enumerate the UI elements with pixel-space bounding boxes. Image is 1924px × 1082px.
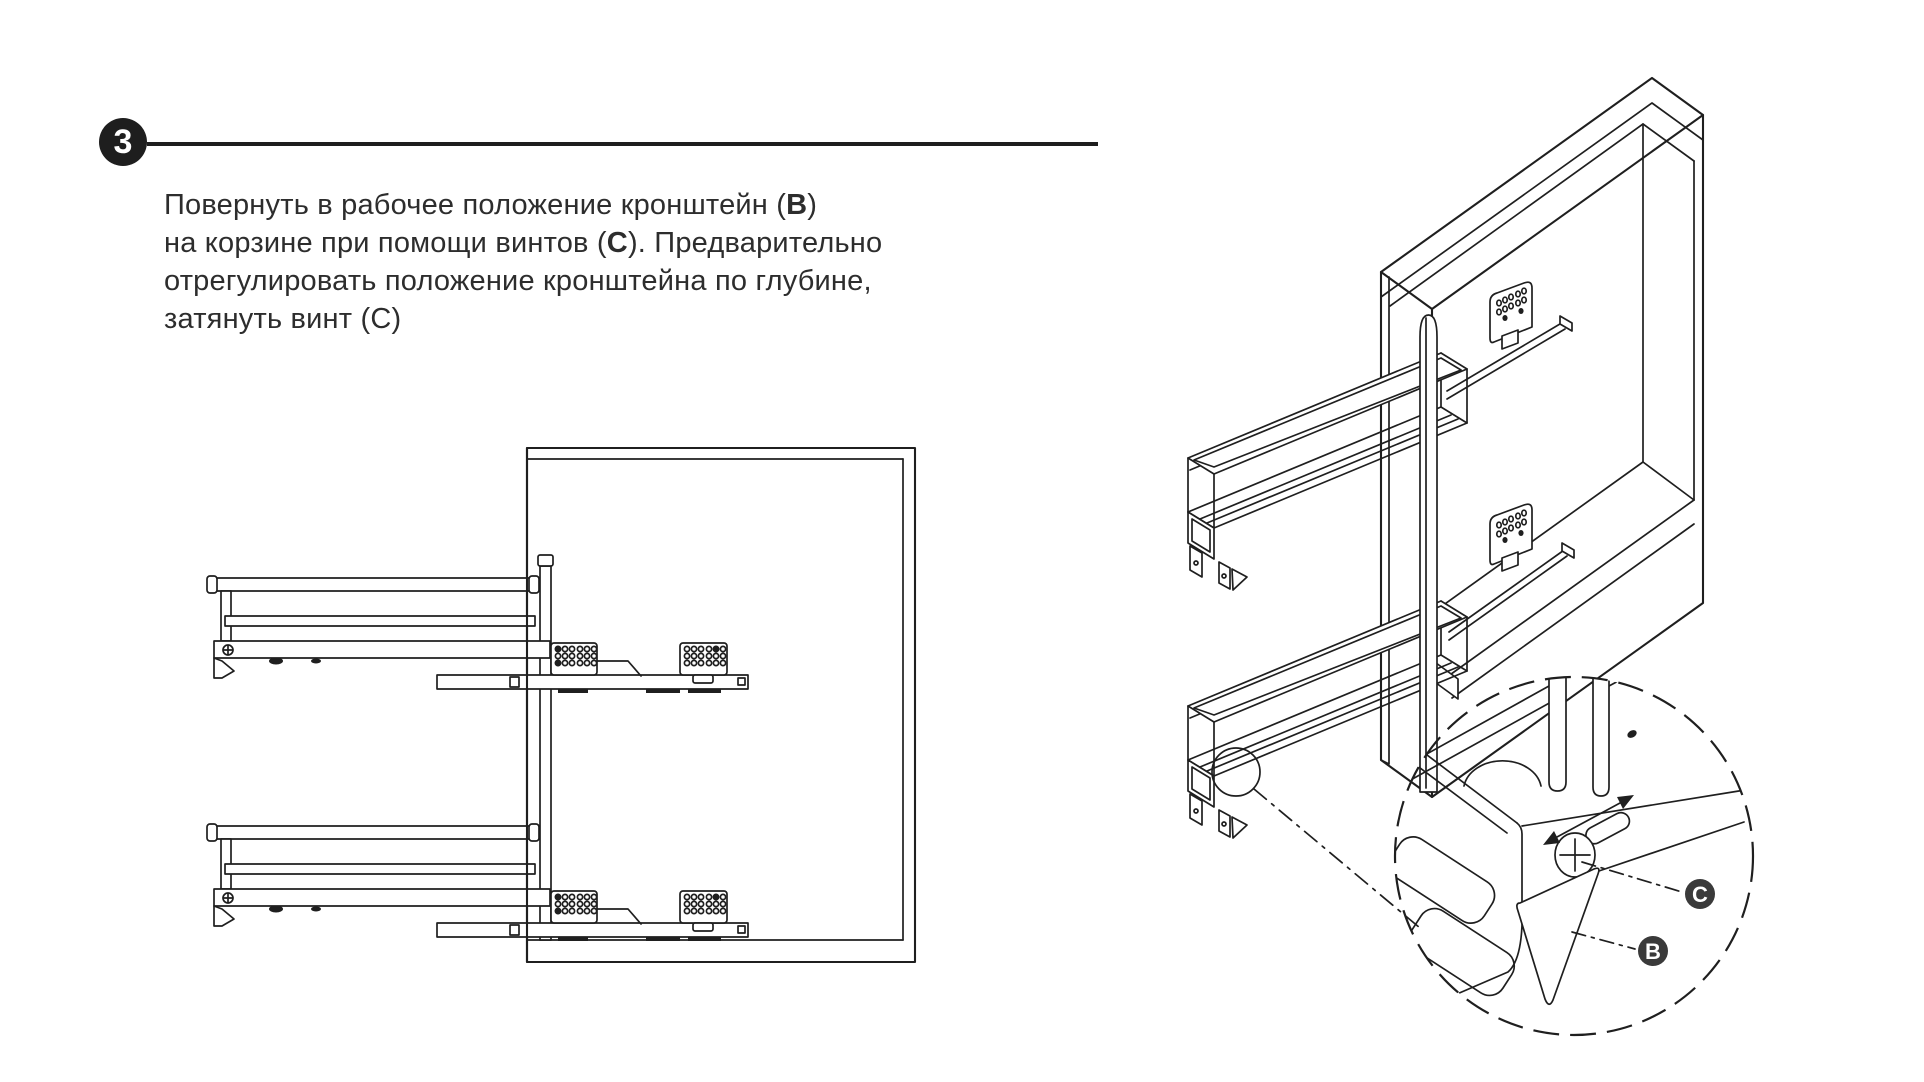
front-fixing-screw: [223, 645, 233, 655]
instruction-line: на корзине при помощи винтов (С). Предва…: [164, 227, 883, 259]
leader-b: [1572, 932, 1635, 949]
mounting-plate-lower-iso: [1490, 504, 1532, 571]
svg-text:C: C: [1692, 882, 1708, 907]
roller-arch: [1464, 761, 1541, 786]
detail-leader-line: [1254, 789, 1420, 928]
mounting-plate-right: [680, 643, 727, 683]
isometric-view-diagram: [1187, 78, 1703, 839]
adjustment-arrow: [1543, 795, 1634, 845]
detail-source-circle: [1212, 748, 1260, 796]
basket-bottom: [206, 823, 749, 942]
basket-rear-post: [538, 555, 553, 940]
label-b-badge: B: [1638, 936, 1668, 966]
detail-circle-border: [1395, 677, 1753, 1035]
svg-text:B: B: [1645, 939, 1661, 964]
front-bracket-iso: [1188, 512, 1247, 590]
front-face-cutout-upper: [1383, 831, 1500, 929]
post-magnified: [1549, 677, 1609, 796]
slide-rail-lower-iso: [1449, 504, 1574, 640]
slide-rail-upper-iso: [1447, 282, 1572, 399]
instruction-line: отрегулировать положение кронштейна по г…: [164, 265, 872, 297]
label-c-badge: C: [1685, 879, 1715, 909]
basket-post-iso: [1420, 315, 1437, 792]
bracket-b-flap: [1517, 868, 1599, 1004]
mounting-plate-left: [551, 643, 641, 676]
screw-c-side-view: [554, 645, 562, 653]
side-view-diagram: [206, 448, 915, 962]
instruction-text: Повернуть в рабочее положение кронштейн …: [164, 186, 882, 338]
cabinet-isometric: [1381, 78, 1703, 797]
front-hook: [214, 658, 234, 678]
instruction-line: затянуть винт (С): [164, 303, 402, 335]
slide-rail: [437, 675, 748, 693]
instruction-line: Повернуть в рабочее положение кронштейн …: [164, 189, 818, 221]
basket-top: [207, 576, 748, 693]
front-face-cutout-lower: [1404, 902, 1521, 1001]
mounting-plate-upper-iso: [1490, 282, 1532, 349]
basket-upper-iso: [1188, 353, 1467, 590]
header-rule: [147, 142, 1098, 146]
leader-c: [1582, 862, 1682, 892]
step-number-badge: 3: [99, 118, 147, 166]
cabinet-side-view: [527, 448, 915, 962]
